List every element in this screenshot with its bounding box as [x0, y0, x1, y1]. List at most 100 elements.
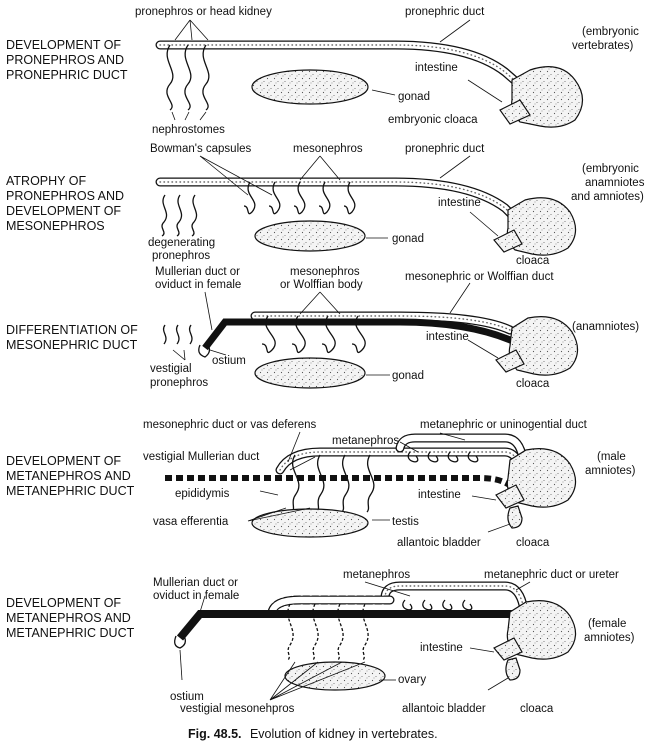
label-vestigial-mullerian: vestigial Mullerian duct: [143, 451, 260, 463]
label-ovary: ovary: [398, 674, 426, 686]
stage-5-title-line-3: METANEPHRIC DUCT: [6, 626, 135, 640]
mesonephros-tubules: [243, 181, 356, 215]
stage-2-title-line-1: ATROPHY OF: [6, 174, 86, 188]
stage-5: DEVELOPMENT OF METANEPHROS AND METANEPHR…: [6, 569, 635, 715]
stage-4-title: DEVELOPMENT OF METANEPHROS AND METANEPHR…: [6, 454, 135, 498]
ureter: [380, 581, 529, 615]
label-ostium-5: ostium: [170, 691, 204, 703]
intestine: [499, 99, 531, 125]
label-metanephric-duct: metanephric or uninogential duct: [420, 419, 588, 431]
label-mullerian-f-line-2: oviduct in female: [153, 590, 239, 602]
vestigial-mullerian-duct: [165, 475, 518, 493]
label-cloaca-2: cloaca: [516, 255, 550, 267]
stage-3-title-line-2: MESONEPHRIC DUCT: [6, 338, 138, 352]
label-nephrostomes: nephrostomes: [152, 124, 225, 136]
label-allantoic-4: allantoic bladder: [397, 537, 481, 549]
stage-5-title-line-2: METANEPHROS AND: [6, 611, 131, 625]
label-bowmans-capsules: Bowman's capsules: [150, 143, 252, 155]
stage-4-note-line-1: (male: [597, 451, 626, 463]
stage-2: ATROPHY OF PRONEPHROS AND DEVELOPMENT OF…: [6, 143, 645, 267]
vestigial-pronephros: [162, 324, 193, 345]
label-vasa-efferentia: vasa efferentia: [153, 516, 229, 528]
vasa-efferentia-tubules: [291, 454, 375, 513]
wolffian-body-tubules: [261, 315, 366, 354]
stage-2-title-line-2: PRONEPHROS AND: [6, 189, 124, 203]
intestine-5: [493, 637, 523, 661]
label-mullerian-f-line-1: Mullerian duct or: [153, 577, 238, 589]
label-degenerating-line-1: degenerating: [148, 237, 215, 249]
label-vestigial-line-1: vestigial: [150, 363, 192, 375]
label-degenerating-line-2: pronephros: [152, 250, 210, 262]
allantoic-bladder-5: [505, 657, 521, 681]
stage-5-note-line-2: amniotes): [584, 632, 635, 644]
stage-4-title-line-2: METANEPHROS AND: [6, 469, 131, 483]
stage-4: DEVELOPMENT OF METANEPHROS AND METANEPHR…: [6, 419, 636, 549]
ovary: [284, 661, 386, 691]
label-cloaca-4: cloaca: [516, 537, 550, 549]
label-intestine-2: intestine: [438, 197, 481, 209]
mullerian-duct: [202, 318, 517, 351]
stage-2-note-line-3: and amniotes): [571, 191, 644, 203]
label-epididymis: epididymis: [175, 488, 230, 500]
label-cloaca-3: cloaca: [516, 378, 550, 390]
testis: [251, 508, 369, 538]
label-pronephros: pronephros or head kidney: [135, 6, 272, 18]
intestine-2: [493, 229, 523, 253]
stage-4-title-line-3: METANEPHRIC DUCT: [6, 484, 135, 498]
stage-3-title: DIFFERENTIATION OF MESONEPHRIC DUCT: [6, 323, 138, 352]
label-metanephros-4: metanephros: [332, 435, 399, 447]
stage-2-note-line-2: anamniotes: [585, 177, 645, 189]
stage-2-title-line-4: MESONEPHROS: [6, 219, 105, 233]
allantoic-bladder-4: [507, 505, 523, 529]
label-wolffian-duct: mesonephric or Wolffian duct: [405, 271, 554, 283]
stage-1-title-line-3: PRONEPHRIC DUCT: [6, 68, 128, 82]
label-pronephric-duct-2: pronephric duct: [405, 143, 485, 155]
label-mesonephros: mesonephros: [293, 143, 363, 155]
stage-1-note-line-1: (embryonic: [582, 26, 639, 38]
caption-fig-number: Fig. 48.5.: [188, 727, 242, 741]
label-cloaca-5: cloaca: [520, 703, 554, 715]
stage-1-title: DEVELOPMENT OF PRONEPHROS AND PRONEPHRIC…: [6, 38, 128, 82]
stage-3-title-line-1: DIFFERENTIATION OF: [6, 323, 138, 337]
label-mullerian-line-2: oviduct in female: [155, 279, 241, 291]
svg-text:Fig. 48.5. Evolution of: Fig. 48.5. Evolution of kidney in verteb…: [188, 725, 438, 742]
label-allantoic-5: allantoic bladder: [402, 703, 486, 715]
label-ureter: metanephric duct or ureter: [484, 569, 619, 581]
gonad-2: [254, 220, 366, 252]
mullerian-duct-female: [176, 610, 520, 641]
metanephros-loops-female: [402, 599, 473, 611]
label-intestine-5: intestine: [420, 642, 463, 654]
vestigial-mesonephros-tubules: [287, 603, 369, 661]
stage-4-note-line-2: amniotes): [585, 465, 636, 477]
stage-5-note-line-1: (female: [588, 618, 626, 630]
label-metanephros-5: metanephros: [343, 569, 410, 581]
gonad: [251, 69, 369, 105]
label-embryonic-cloaca: embryonic cloaca: [388, 114, 478, 126]
label-gonad: gonad: [398, 91, 430, 103]
intestine-4: [495, 484, 525, 509]
metanephros-loops: [407, 451, 479, 463]
stage-1-note-line-2: vertebrates): [572, 40, 634, 52]
stage-5-title: DEVELOPMENT OF METANEPHROS AND METANEPHR…: [6, 596, 135, 640]
stage-4-title-line-1: DEVELOPMENT OF: [6, 454, 121, 468]
stage-1: DEVELOPMENT OF PRONEPHROS AND PRONEPHRIC…: [6, 6, 639, 136]
label-vestigial-line-2: pronephros: [150, 377, 208, 389]
ostium: [198, 344, 211, 358]
figure-caption: Fig. 48.5. Evolution of kidney in verteb…: [188, 725, 438, 742]
label-gonad-2: gonad: [392, 233, 424, 245]
stage-1-title-line-2: PRONEPHROS AND: [6, 53, 124, 67]
caption-text: Evolution of kidney in vertebrates.: [250, 727, 438, 741]
stage-2-note-line-1: (embryonic: [582, 163, 639, 175]
label-pronephric-duct: pronephric duct: [405, 6, 485, 18]
gonad-3: [254, 357, 366, 389]
label-intestine-4: intestine: [418, 489, 461, 501]
label-gonad-3: gonad: [392, 370, 424, 382]
stage-5-title-line-1: DEVELOPMENT OF: [6, 596, 121, 610]
ostium-female: [174, 635, 186, 649]
label-intestine-3: intestine: [426, 331, 469, 343]
label-vas-deferens: mesonephric duct or vas deferens: [143, 419, 316, 431]
degenerating-pronephros: [161, 194, 198, 237]
label-testis: testis: [392, 516, 419, 528]
label-intestine: intestine: [415, 62, 458, 74]
